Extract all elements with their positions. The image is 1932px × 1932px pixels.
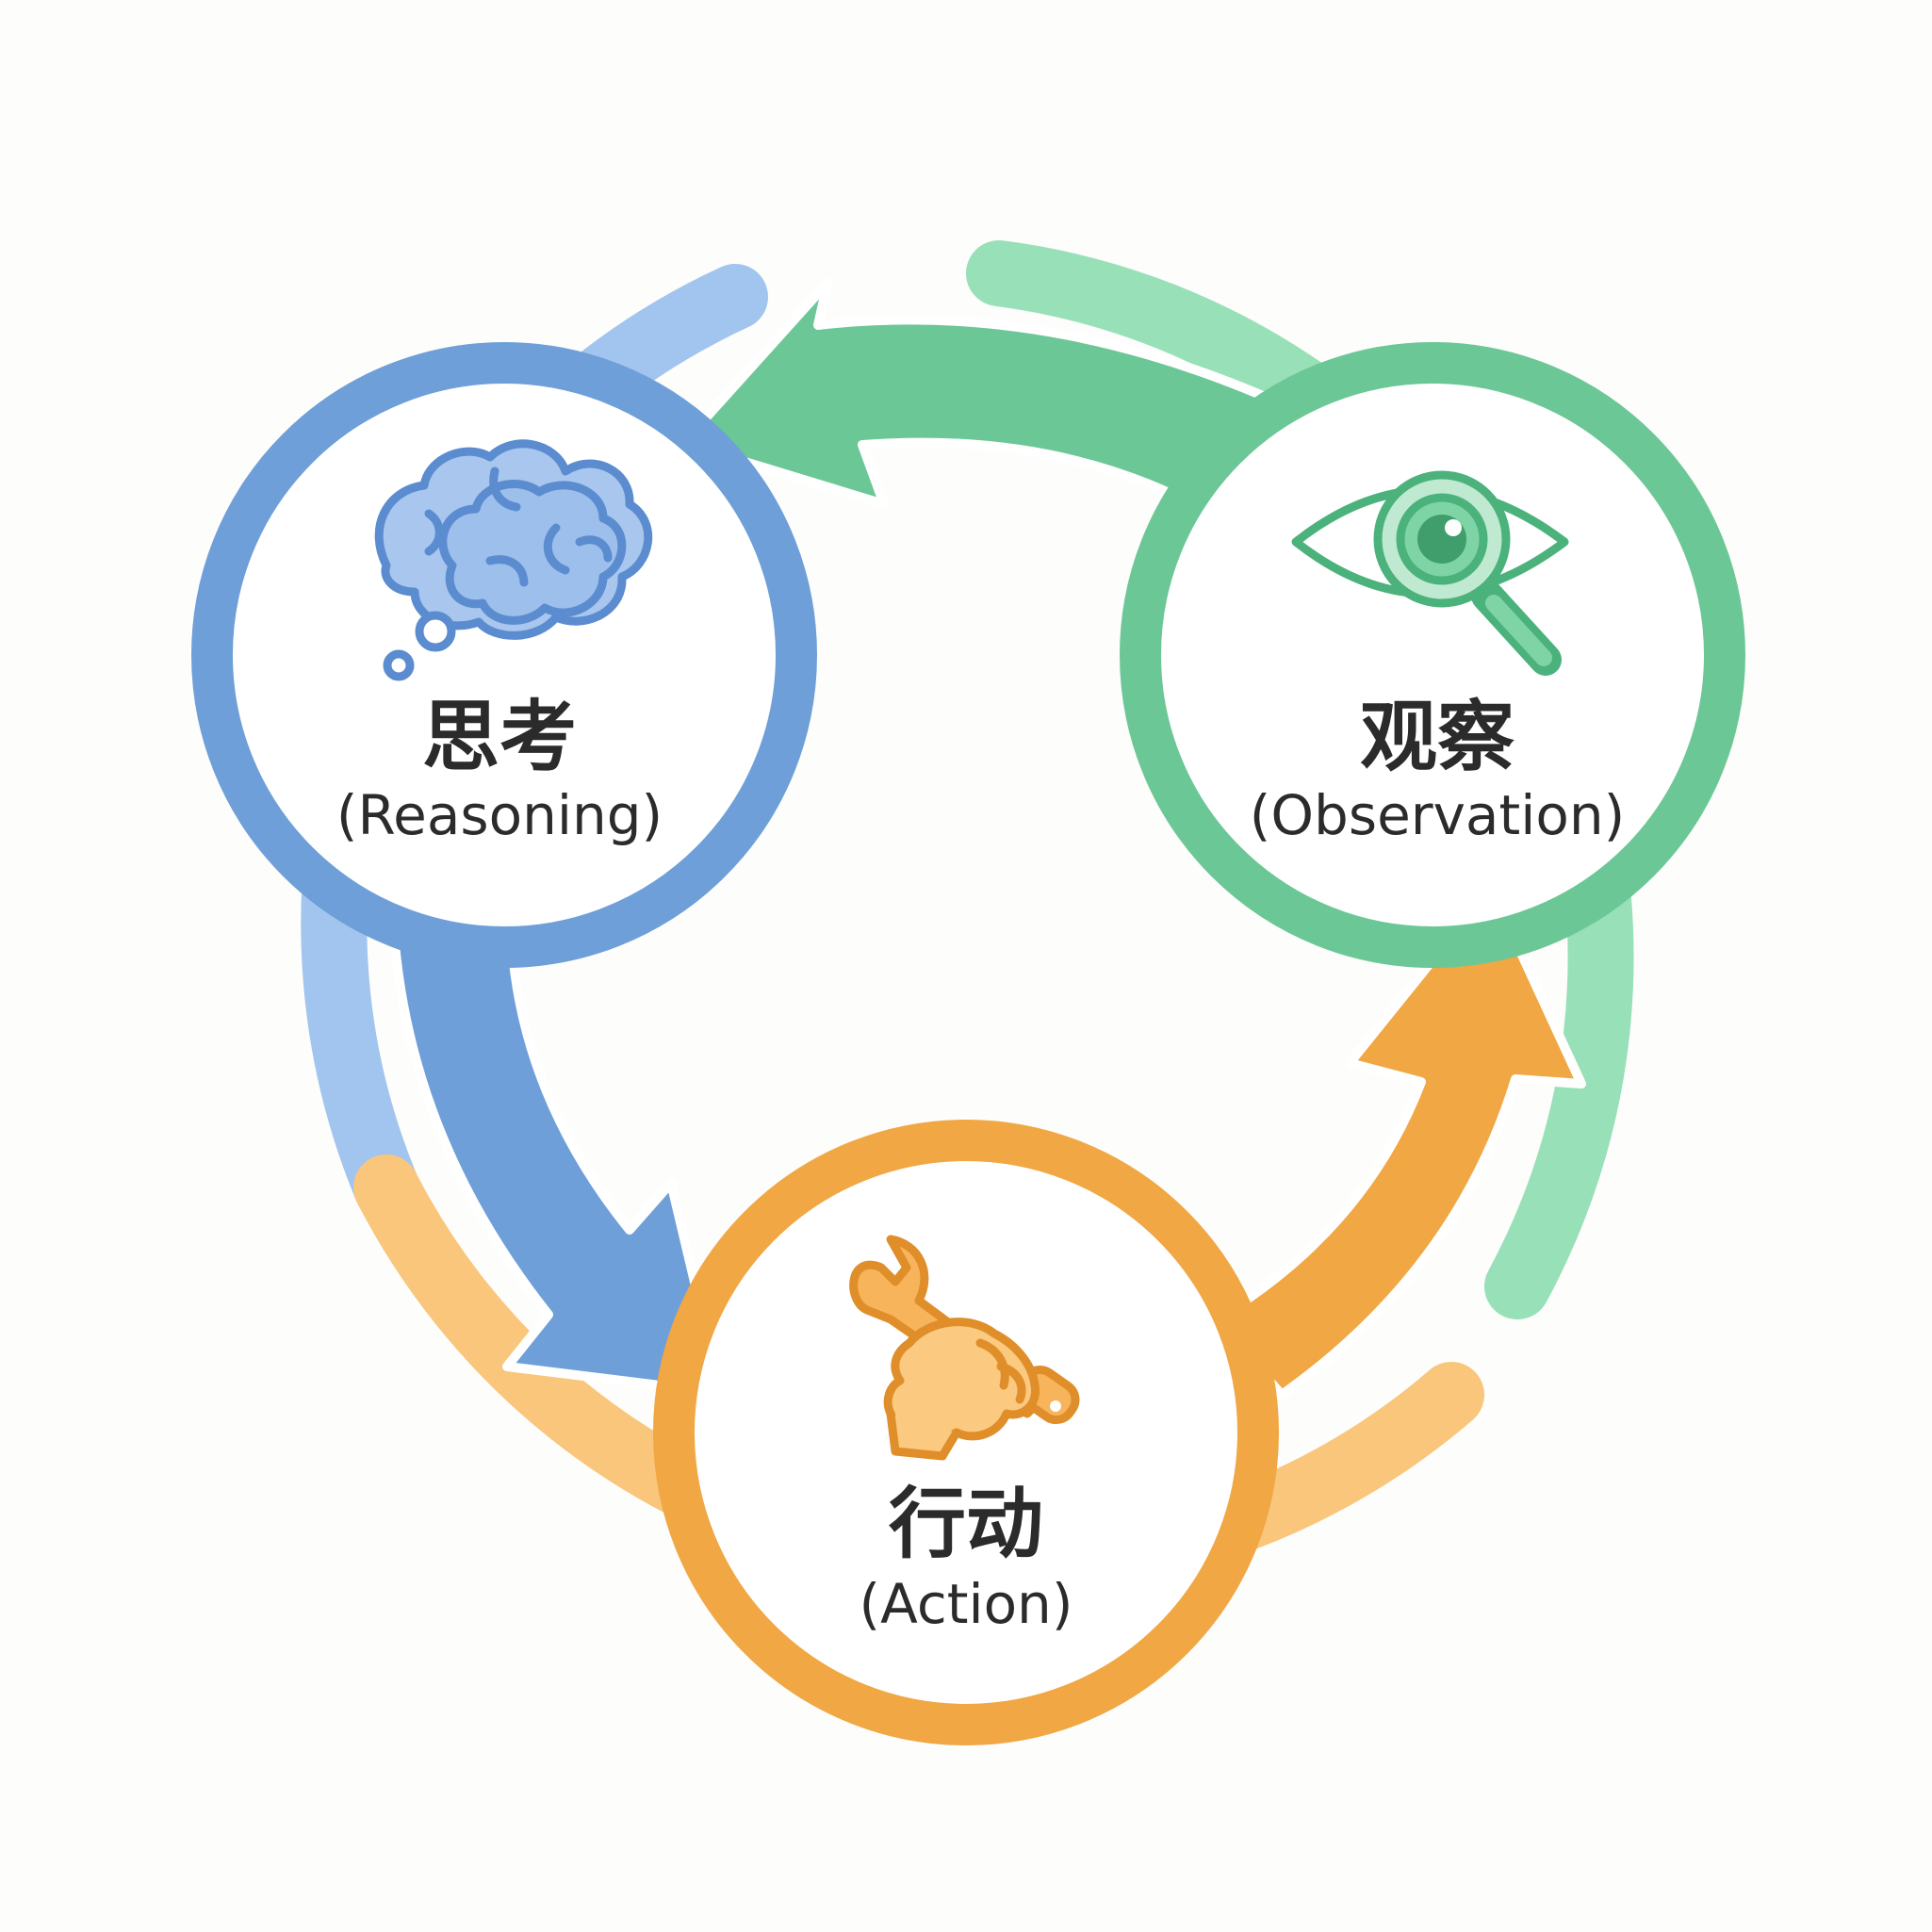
- node-observation-subtitle: (Observation): [1250, 783, 1625, 847]
- node-action: 行动 (Action): [653, 1120, 1279, 1745]
- node-action-title: 行动: [889, 1480, 1043, 1569]
- node-reasoning-title: 思考: [422, 693, 577, 782]
- brain-thought-icon: [374, 439, 653, 681]
- hand-wrench-icon: [849, 1235, 1080, 1461]
- arrow-reasoning-to-action: [389, 928, 726, 1398]
- node-action-subtitle: (Action): [860, 1572, 1073, 1636]
- cycle-arrows: [389, 278, 1586, 1400]
- eye-magnifier-icon: [1291, 470, 1569, 676]
- node-reasoning-subtitle: (Reasoning): [336, 783, 663, 847]
- node-observation-title: 观察: [1360, 693, 1514, 782]
- node-reasoning-circle: [191, 342, 817, 968]
- arrow-observation-to-reasoning: [679, 278, 1268, 509]
- node-observation: 观察 (Observation): [1120, 342, 1745, 968]
- node-reasoning: 思考 (Reasoning): [191, 342, 817, 968]
- node-observation-circle: [1120, 342, 1745, 968]
- arrow-action-to-observation: [1211, 883, 1586, 1400]
